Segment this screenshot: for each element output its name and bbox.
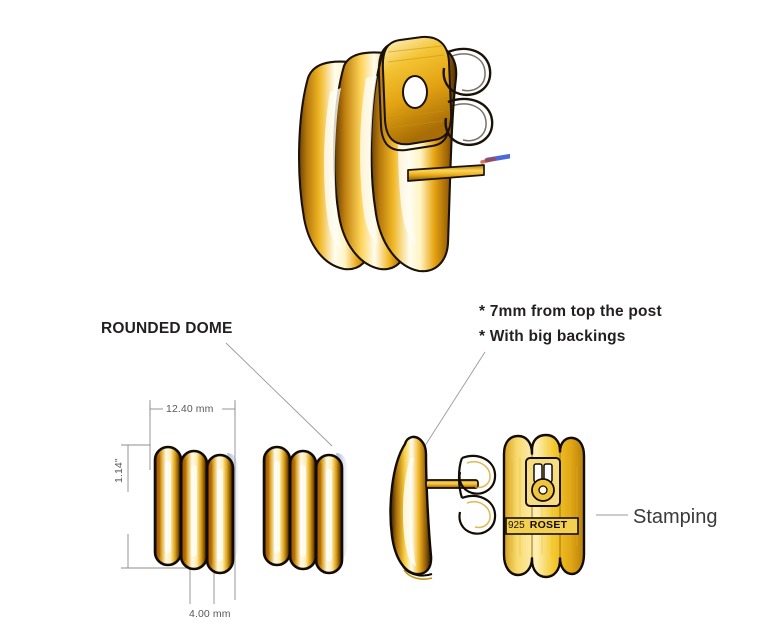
spec-note-backings: * With big backings — [479, 328, 626, 345]
rounded-dome-callout-label: ROUNDED DOME — [101, 320, 233, 337]
side-profile-illustration — [389, 435, 497, 580]
dimension-width-label: 12.40 mm — [163, 403, 217, 415]
stamp-text-group: 925 ROSET — [508, 519, 567, 531]
stamp-purity: 925 — [508, 520, 525, 531]
spec-notes-block: * 7mm from top the post * With big backi… — [479, 299, 662, 349]
front-view-right-illustration — [262, 445, 348, 575]
stamping-callout-label: Stamping — [633, 506, 718, 528]
back-plate-illustration — [502, 433, 586, 579]
stamp-brand: ROSET — [529, 519, 568, 531]
dimension-depth-label: 4.00 mm — [186, 608, 234, 620]
leader-line-rounded-dome — [225, 342, 333, 447]
front-view-left-illustration — [153, 445, 239, 575]
hero-earring-illustration — [298, 35, 510, 273]
dimension-height-label: 1.14" — [113, 455, 125, 486]
spec-note-post-height: * 7mm from top the post — [479, 303, 662, 320]
